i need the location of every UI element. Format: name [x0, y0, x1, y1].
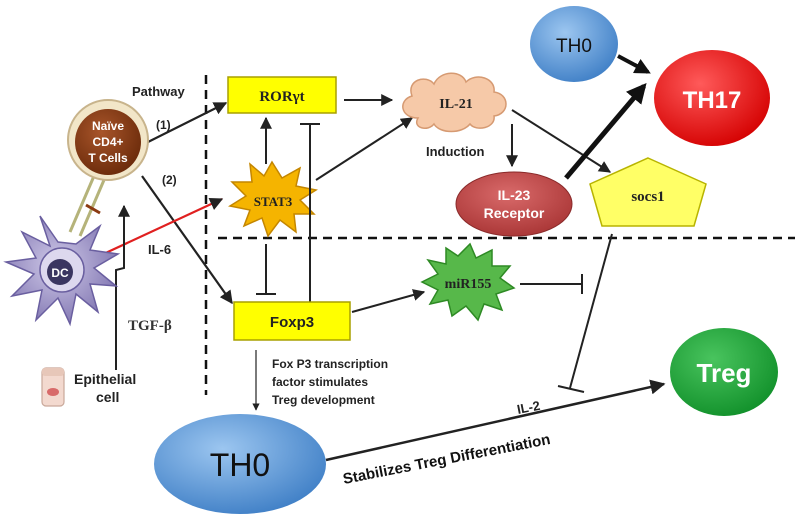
th0-bottom-label: TH0 — [210, 447, 270, 483]
arrow-naive-to-ror — [147, 102, 228, 143]
foxp3-box — [233, 301, 351, 341]
ror-gamma-t-label: RORγt — [259, 89, 304, 105]
path2-label: (2) — [162, 173, 177, 187]
arrow-th0-to-th17 — [617, 54, 651, 74]
stabilizes-label: Stabilizes Treg Differentiation — [342, 431, 552, 488]
inhibit-socs1 — [569, 233, 613, 389]
th0-bottom-ellipse — [154, 414, 326, 514]
arrow-il23r-to-th17 — [564, 82, 647, 180]
il23-label-line1: IL-23 — [498, 187, 531, 203]
dc-label: DC — [51, 266, 69, 280]
arrow-il21-to-socs1 — [511, 109, 612, 173]
treg-label: Treg — [697, 358, 752, 388]
stat3-burst: STAT3 — [228, 160, 318, 238]
epithelial-label-line2: cell — [96, 389, 119, 405]
th17-label: TH17 — [683, 87, 742, 114]
arrow-th0-to-treg — [325, 379, 666, 462]
il21-cloud: IL-21 — [402, 72, 507, 133]
th0-top-label: TH0 — [556, 36, 592, 57]
pathway-label: Pathway — [132, 84, 186, 99]
path1-label: (1) — [156, 118, 171, 132]
foxp3-note-line3: Treg development — [272, 393, 375, 407]
naive-label-line3: T Cells — [88, 151, 128, 165]
naive-t-cell: Naïve CD4+ T Cells — [67, 99, 149, 181]
tgfb-label: TGF-β — [128, 318, 172, 334]
il21-label: IL-21 — [439, 97, 472, 112]
tgfb-arrow — [115, 204, 130, 370]
foxp3-note-line1: Fox P3 transcription — [272, 357, 388, 371]
ror-gamma-t-box — [227, 76, 337, 114]
epithelial-cell-icon — [41, 367, 65, 407]
arrow-stat3-to-il21 — [315, 117, 414, 181]
mir155-label: miR155 — [445, 277, 492, 292]
arrow-naive-to-foxp3 — [141, 175, 233, 305]
treg-ellipse — [670, 328, 778, 416]
mir155-burst: miR155 — [420, 242, 516, 322]
th0-top-ellipse — [530, 6, 618, 82]
inhibit-socs1-bar — [557, 385, 585, 393]
stat3-label: STAT3 — [254, 194, 293, 209]
th17-ellipse — [654, 50, 770, 146]
dendritic-cell: DC — [3, 215, 121, 327]
naive-label-line2: CD4+ — [92, 135, 123, 149]
il23-label-line2: Receptor — [484, 205, 545, 221]
socs1-label: socs1 — [631, 189, 664, 205]
antigen-receptor-stalks — [68, 175, 106, 237]
epithelial-label-line1: Epithelial — [74, 371, 136, 387]
il6-label: IL-6 — [148, 242, 171, 257]
arrow-foxp3-to-mir155 — [351, 289, 426, 313]
il23-receptor-ellipse — [455, 171, 573, 237]
foxp3-note-line2: factor stimulates — [272, 375, 368, 389]
naive-label-line1: Naïve — [92, 119, 124, 133]
foxp3-label: Foxp3 — [270, 314, 314, 331]
induction-label: Induction — [426, 144, 485, 159]
socs1-pentagon — [589, 157, 707, 227]
il2-label: IL-2 — [516, 398, 542, 417]
